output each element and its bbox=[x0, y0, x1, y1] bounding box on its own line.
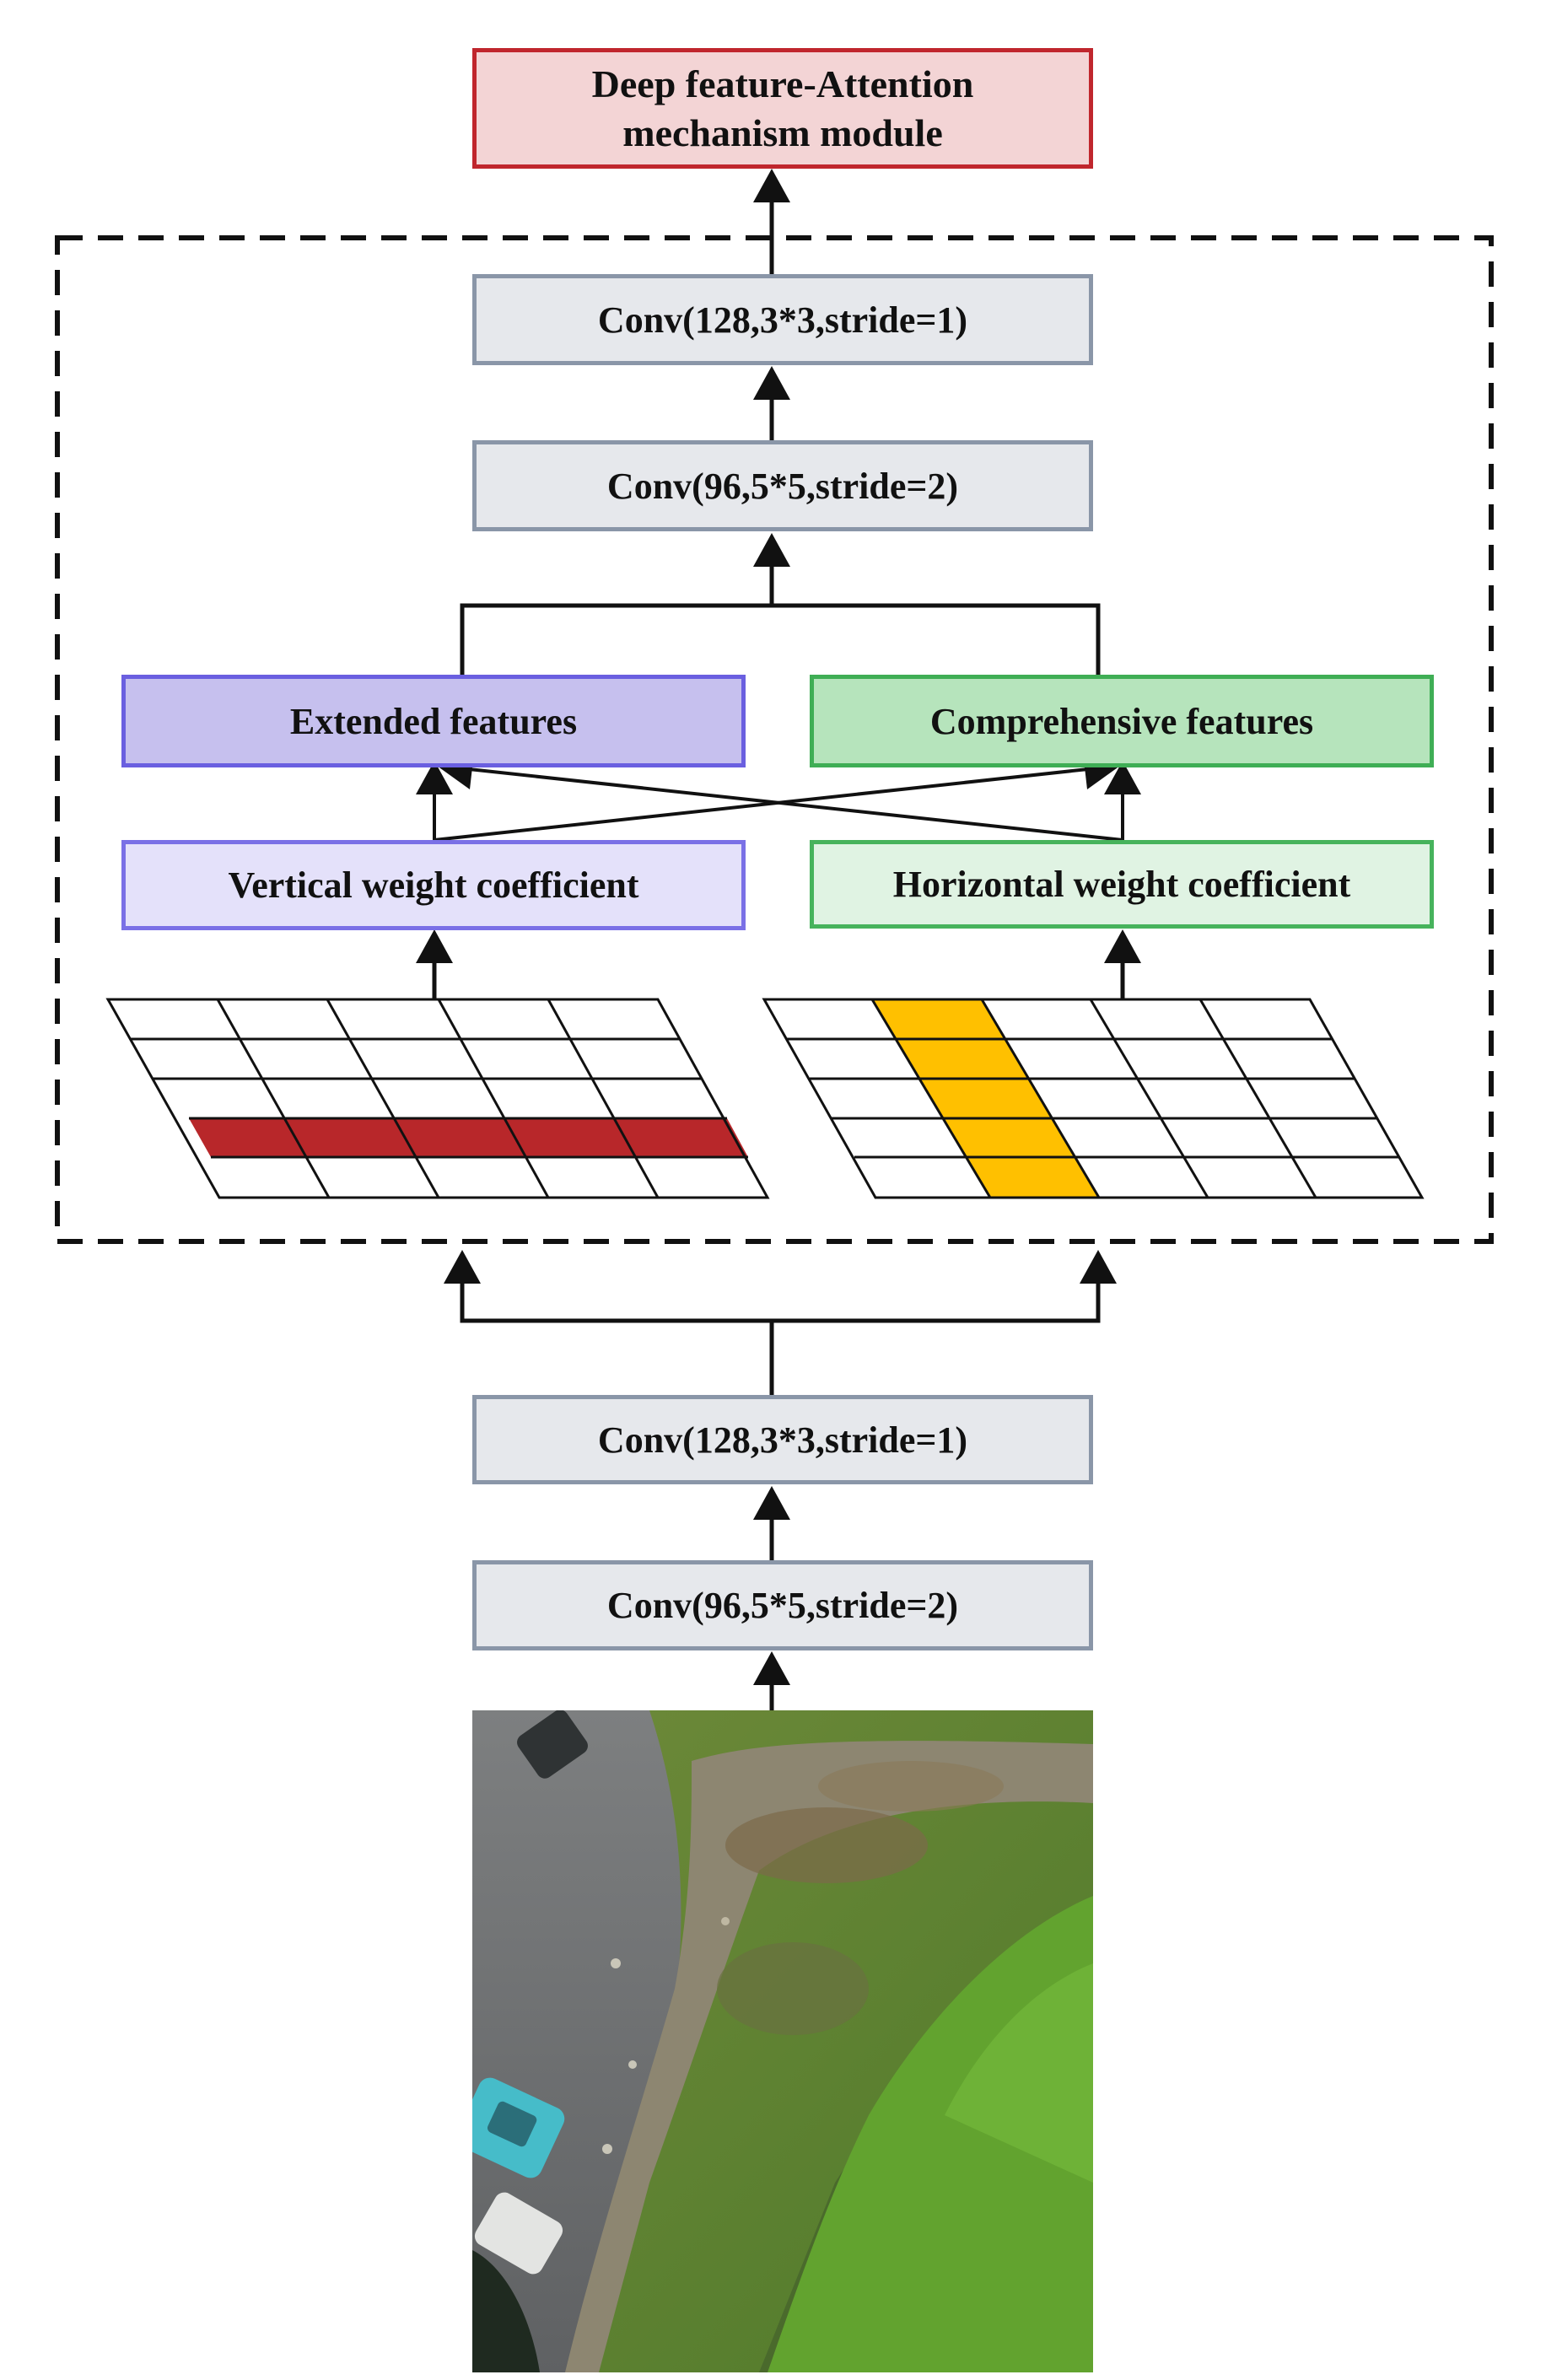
vertical-weight-label: Vertical weight coefficient bbox=[228, 864, 639, 906]
backbone-conv-lower-label: Conv(96,5*5,stride=2) bbox=[606, 1585, 959, 1626]
arrow-to-top-module bbox=[753, 169, 790, 274]
merge-features-connector bbox=[460, 533, 1101, 675]
comprehensive-features-box: Comprehensive features bbox=[810, 675, 1434, 767]
arrow-inner-conv bbox=[753, 366, 790, 440]
arrow-horizontal-to-comprehensive bbox=[1104, 761, 1141, 840]
top-module-line2: mechanism module bbox=[622, 110, 943, 154]
extended-features-box: Extended features bbox=[121, 675, 746, 767]
backbone-conv-upper-box: Conv(128,3*3,stride=1) bbox=[472, 1395, 1093, 1484]
dashed-module-frame bbox=[55, 235, 1494, 1244]
red-row-highlight bbox=[189, 1118, 748, 1157]
arrow-image-to-conv bbox=[753, 1651, 790, 1710]
top-module-line1: Deep feature-Attention bbox=[591, 62, 974, 105]
aerial-image-graphic bbox=[472, 1710, 1093, 2372]
vertical-weight-box: Vertical weight coefficient bbox=[121, 840, 746, 930]
arrow-vertical-to-extended bbox=[416, 761, 453, 840]
inner-conv-second-box: Conv(96,5*5,stride=2) bbox=[472, 440, 1093, 531]
vertical-attention-grid bbox=[105, 998, 770, 1199]
inner-conv-top-box: Conv(128,3*3,stride=1) bbox=[472, 274, 1093, 365]
input-aerial-image bbox=[472, 1710, 1093, 2372]
horizontal-weight-box: Horizontal weight coefficient bbox=[810, 840, 1434, 929]
arrow-grid-to-horizontal bbox=[1104, 929, 1141, 999]
attention-mechanism-module-box: Deep feature-Attention mechanism module bbox=[472, 48, 1093, 169]
inner-conv-top-label: Conv(128,3*3,stride=1) bbox=[597, 299, 968, 341]
backbone-conv-upper-label: Conv(128,3*3,stride=1) bbox=[597, 1419, 968, 1461]
arrow-backbone-conv bbox=[753, 1486, 790, 1560]
horizontal-attention-grid bbox=[762, 998, 1425, 1199]
extended-features-label: Extended features bbox=[289, 700, 578, 742]
split-connector-into-module bbox=[444, 1250, 1117, 1395]
backbone-conv-lower-box: Conv(96,5*5,stride=2) bbox=[472, 1560, 1093, 1650]
inner-conv-second-label: Conv(96,5*5,stride=2) bbox=[606, 465, 959, 507]
horizontal-weight-label: Horizontal weight coefficient bbox=[892, 864, 1351, 905]
yellow-column-highlight bbox=[872, 999, 1099, 1198]
comprehensive-features-label: Comprehensive features bbox=[929, 700, 1314, 742]
arrow-grid-to-vertical bbox=[416, 929, 453, 999]
